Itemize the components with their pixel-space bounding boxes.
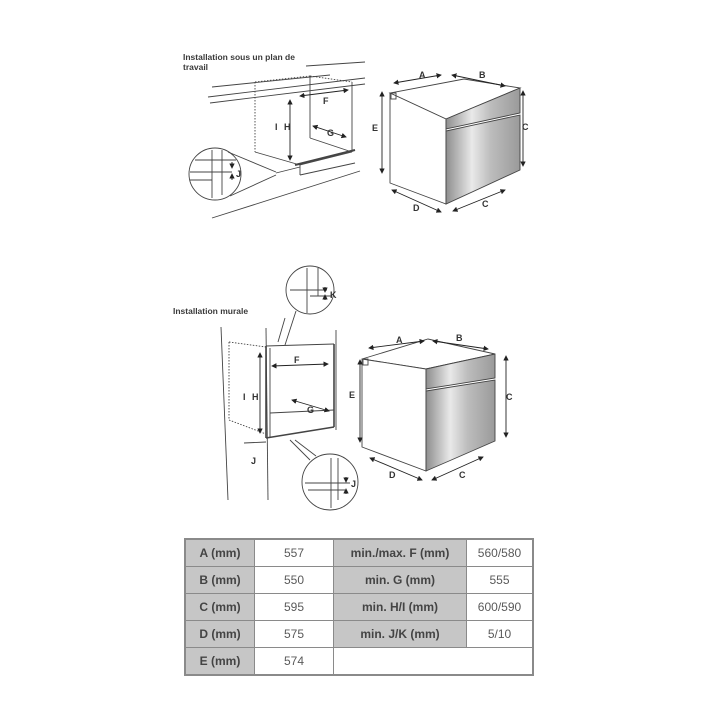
label-G-wall: G bbox=[307, 405, 314, 415]
caption-under-counter-line1: Installation sous un plan de bbox=[183, 52, 295, 62]
label-H: H bbox=[284, 122, 291, 132]
label-C-bottom-wall: C bbox=[459, 470, 466, 480]
label-A-wall: A bbox=[396, 335, 403, 345]
row-label: A (mm) bbox=[184, 538, 255, 567]
empty-cell bbox=[333, 647, 534, 676]
oven-top bbox=[379, 73, 526, 213]
row-value: 550 bbox=[254, 566, 334, 594]
label-E-wall: E bbox=[349, 390, 355, 400]
label-I-wall: I bbox=[243, 392, 246, 402]
label-K: K bbox=[330, 290, 337, 300]
label-I: I bbox=[275, 122, 278, 132]
row-label: E (mm) bbox=[184, 647, 255, 676]
dimensions-table: A (mm) 557 min./max. F (mm) 560/580 B (m… bbox=[184, 538, 534, 676]
label-F: F bbox=[323, 96, 329, 106]
label-B-top: B bbox=[479, 70, 486, 80]
row-label: C (mm) bbox=[184, 593, 255, 621]
caption-under-counter: Installation sous un plan de travail bbox=[183, 52, 295, 72]
oven-wall bbox=[357, 338, 509, 481]
label-B-wall: B bbox=[456, 333, 463, 343]
table-row: D (mm) 575 min. J/K (mm) 5/10 bbox=[184, 620, 534, 648]
row-label: B (mm) bbox=[184, 566, 255, 594]
table-row: C (mm) 595 min. H/I (mm) 600/590 bbox=[184, 593, 534, 621]
label-D-top: D bbox=[413, 203, 420, 213]
row-label-2: min. J/K (mm) bbox=[333, 620, 467, 648]
row-value-2: 555 bbox=[466, 566, 534, 594]
label-C-right-top: C bbox=[522, 122, 529, 132]
row-label-2: min. G (mm) bbox=[333, 566, 467, 594]
row-label-2: min. H/I (mm) bbox=[333, 593, 467, 621]
label-C-bottom-top: C bbox=[482, 199, 489, 209]
label-J-detail: J bbox=[351, 479, 356, 489]
label-J: J bbox=[236, 169, 241, 179]
row-label: D (mm) bbox=[184, 620, 255, 648]
table-row: E (mm) 574 bbox=[184, 647, 534, 676]
label-G: G bbox=[327, 128, 334, 138]
caption-under-counter-line2: travail bbox=[183, 62, 209, 72]
label-E-top: E bbox=[372, 123, 378, 133]
row-label-2: min./max. F (mm) bbox=[333, 538, 467, 567]
wall-cabinet bbox=[220, 265, 359, 511]
label-F-wall: F bbox=[294, 355, 300, 365]
label-J-wall: J bbox=[251, 456, 256, 466]
label-D-wall: D bbox=[389, 470, 396, 480]
table-row: B (mm) 550 min. G (mm) 555 bbox=[184, 566, 534, 594]
row-value: 595 bbox=[254, 593, 334, 621]
label-A-top: A bbox=[419, 70, 426, 80]
row-value: 557 bbox=[254, 538, 334, 567]
row-value: 575 bbox=[254, 620, 334, 648]
table-row: A (mm) 557 min./max. F (mm) 560/580 bbox=[184, 538, 534, 567]
row-value-2: 5/10 bbox=[466, 620, 534, 648]
row-value-2: 560/580 bbox=[466, 538, 534, 567]
label-C-right-wall: C bbox=[506, 392, 513, 402]
under-counter-cabinet bbox=[188, 61, 366, 219]
caption-wall-installation: Installation murale bbox=[173, 306, 249, 316]
row-value: 574 bbox=[254, 647, 334, 676]
label-H-wall: H bbox=[252, 392, 259, 402]
row-value-2: 600/590 bbox=[466, 593, 534, 621]
